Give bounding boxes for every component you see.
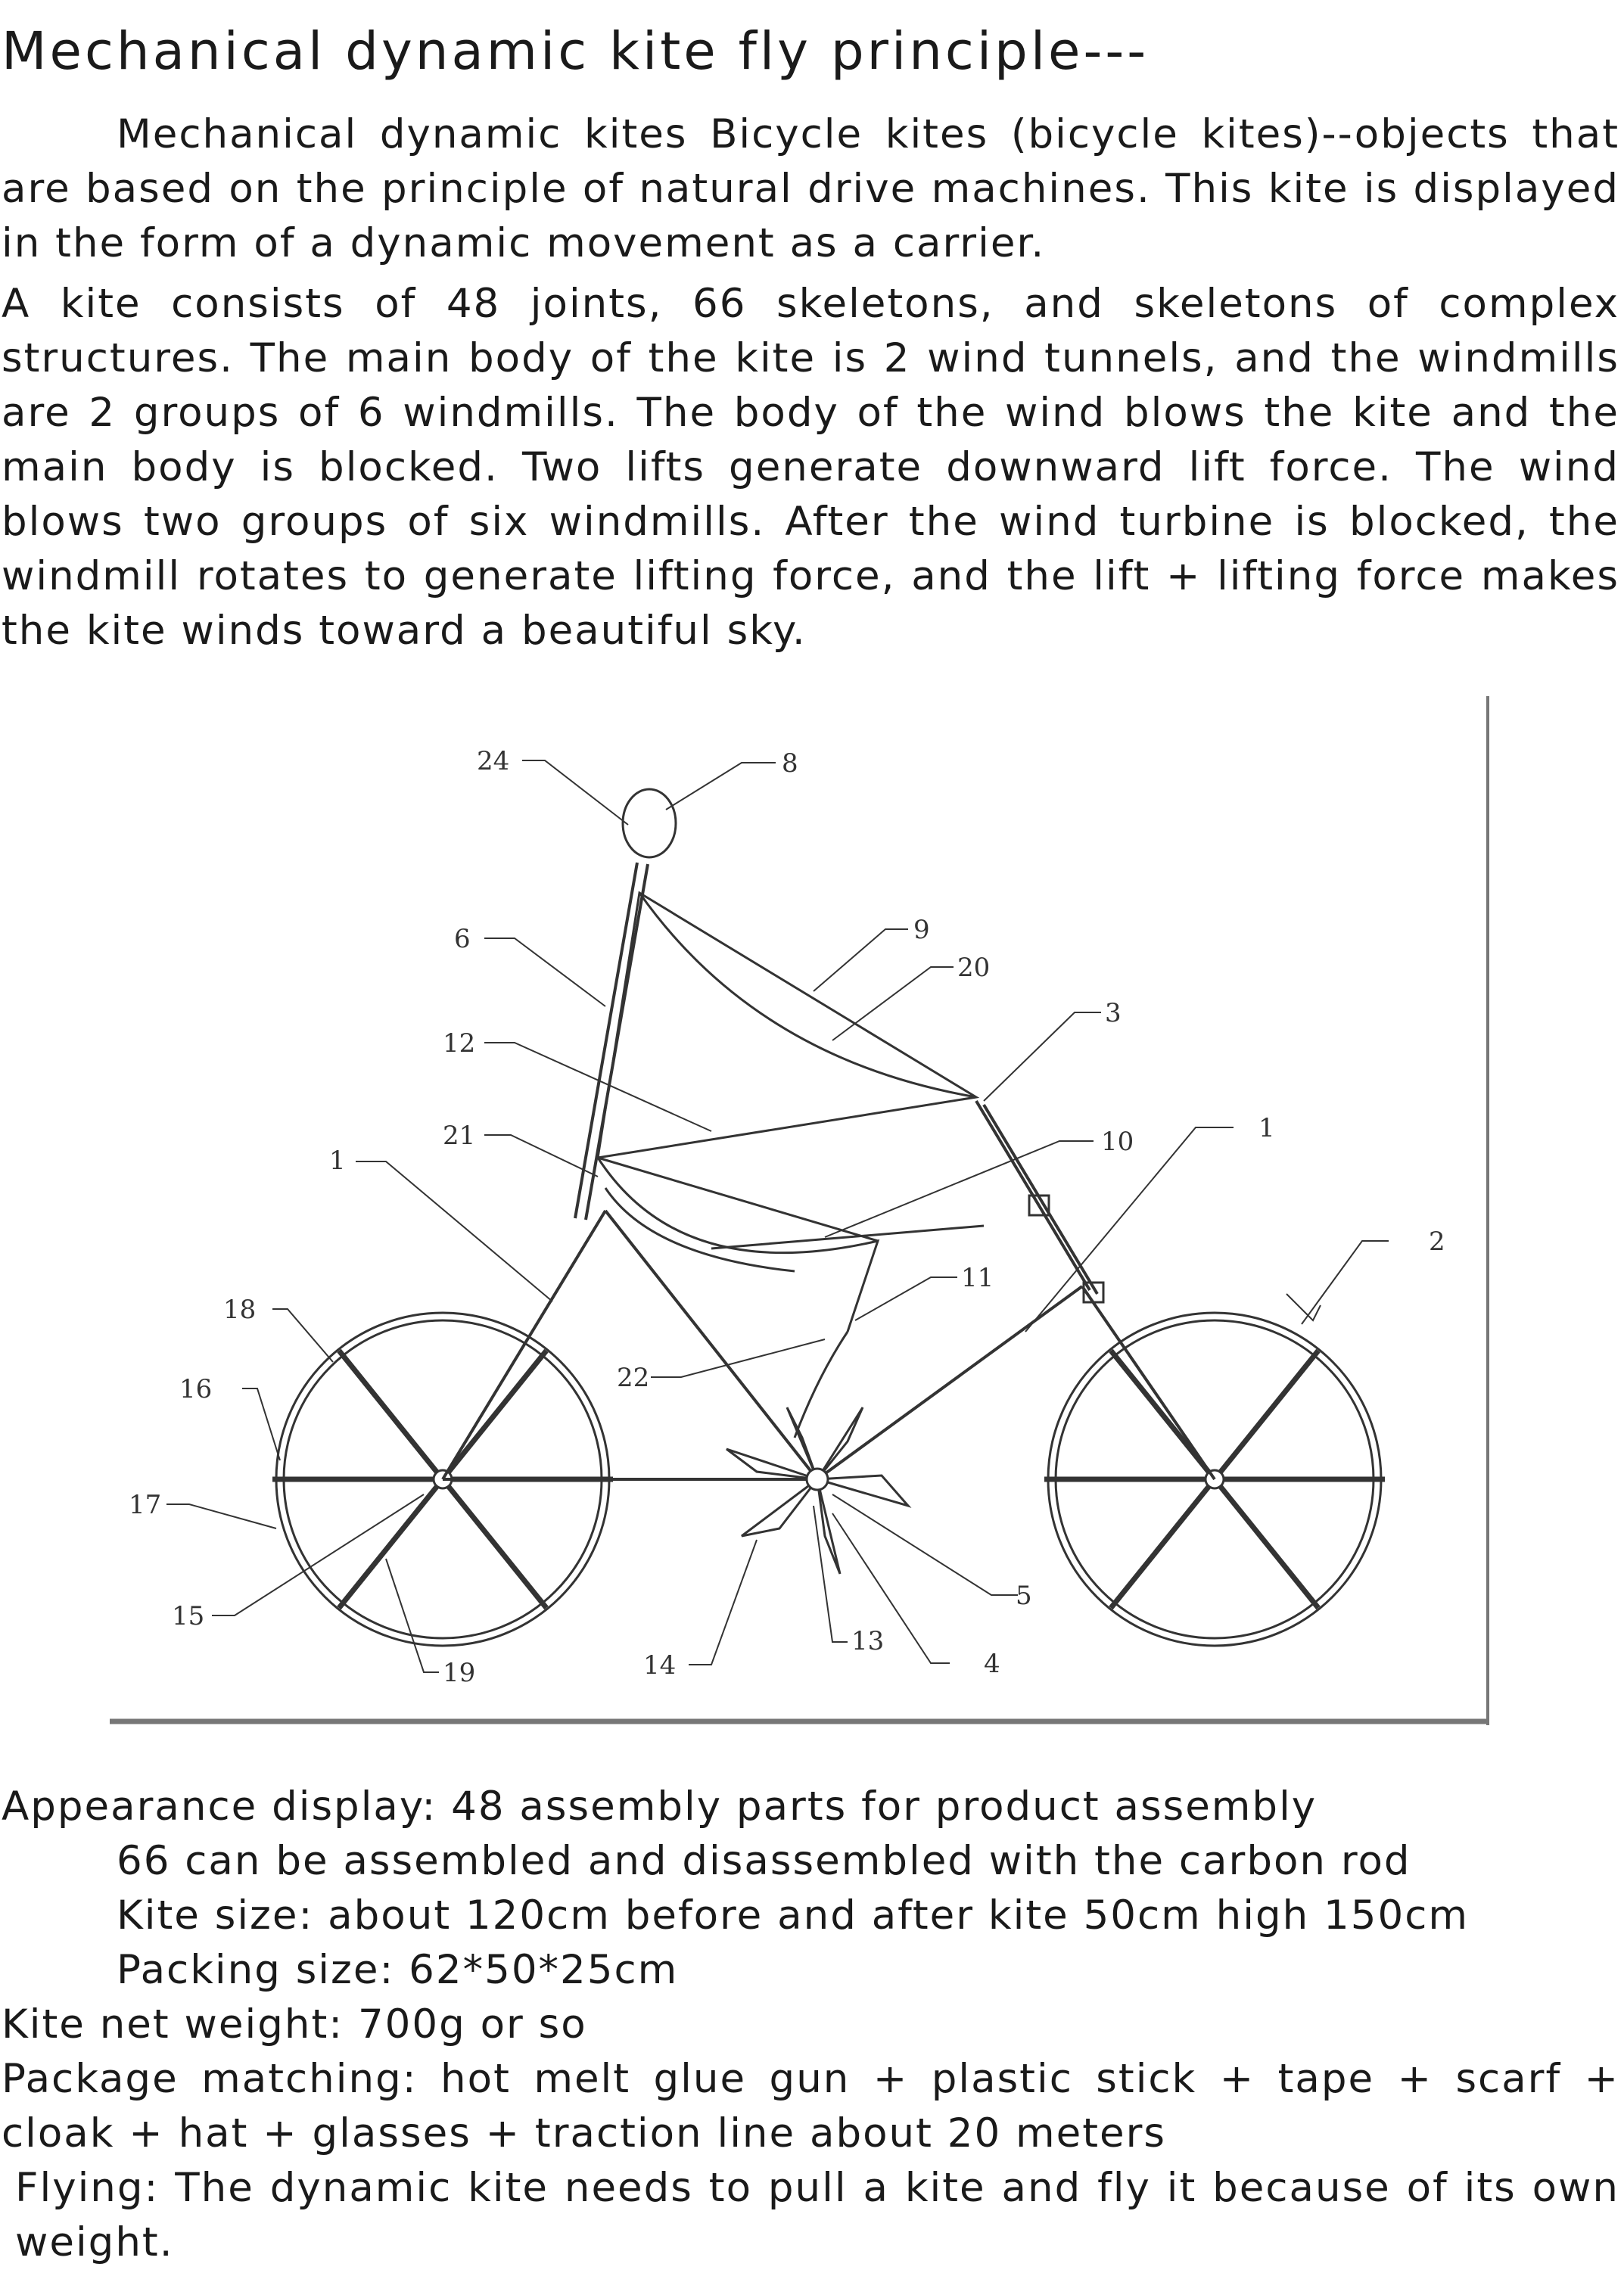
label-16: 16 — [179, 1374, 212, 1404]
spec-kite-size: Kite size: about 120cm before and after … — [117, 1892, 1469, 1939]
diagram-svg: 24 8 6 9 20 12 3 21 10 1 1 2 18 11 22 16… — [110, 696, 1489, 1725]
label-14: 14 — [643, 1650, 676, 1681]
label-11: 11 — [961, 1263, 994, 1293]
bicycle-frame — [441, 1099, 1216, 1481]
label-1-rear: 1 — [329, 1146, 346, 1176]
windmill-blades — [726, 1407, 912, 1575]
spec-package-matching: Package matching: hot melt glue gun + pl… — [2, 2056, 1619, 2156]
label-15: 15 — [172, 1601, 204, 1631]
kite-sails — [596, 891, 985, 1438]
bicycle-kite-diagram: 24 8 6 9 20 12 3 21 10 1 1 2 18 11 22 16… — [106, 692, 1498, 1729]
structure-paragraph: A kite consists of 48 joints, 66 skeleto… — [2, 281, 1619, 654]
label-3: 3 — [1105, 998, 1122, 1028]
page-title: Mechanical dynamic kite fly principle--- — [2, 21, 1150, 82]
label-24: 24 — [477, 746, 509, 776]
specs-section: Appearance display: 48 assembly parts fo… — [2, 1780, 1619, 2270]
label-20: 20 — [957, 953, 990, 983]
label-5: 5 — [1016, 1581, 1032, 1611]
label-13: 13 — [851, 1626, 884, 1656]
label-8: 8 — [782, 748, 798, 779]
label-6: 6 — [454, 924, 471, 954]
spec-flying: Flying: The dynamic kite needs to pull a… — [15, 2165, 1619, 2265]
spec-packing-size: Packing size: 62*50*25cm — [117, 1947, 679, 1993]
label-10: 10 — [1101, 1127, 1134, 1157]
label-19: 19 — [443, 1658, 475, 1688]
leader-lines — [166, 760, 1389, 1673]
label-18: 18 — [223, 1295, 256, 1325]
label-1-front: 1 — [1258, 1113, 1275, 1143]
label-2: 2 — [1429, 1227, 1445, 1257]
label-17: 17 — [129, 1490, 161, 1520]
label-4: 4 — [984, 1649, 1000, 1679]
intro-paragraph: Mechanical dynamic kites Bicycle kites (… — [2, 111, 1619, 266]
label-22: 22 — [617, 1363, 649, 1393]
spec-appearance: Appearance display: 48 assembly parts fo… — [2, 1783, 1318, 1830]
label-21: 21 — [443, 1121, 475, 1151]
kite-mast — [574, 788, 677, 1221]
spec-carbon-rod: 66 can be assembled and disassembled wit… — [117, 1838, 1411, 1884]
label-12: 12 — [443, 1028, 475, 1059]
spec-net-weight: Kite net weight: 700g or so — [2, 2001, 587, 2048]
label-9: 9 — [913, 915, 930, 945]
